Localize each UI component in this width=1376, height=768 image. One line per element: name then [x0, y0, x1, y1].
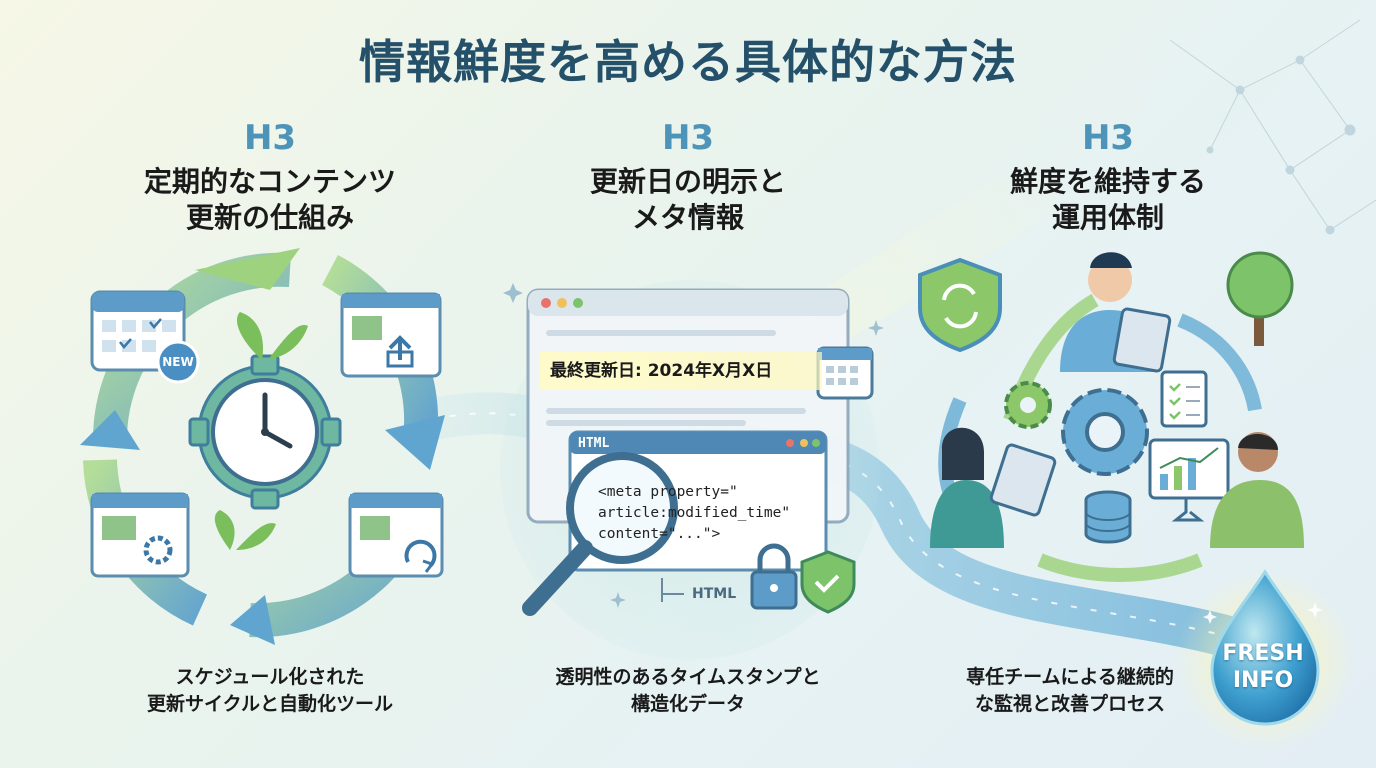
new-badge-label: NEW [162, 355, 194, 369]
lock-icon [750, 543, 798, 610]
code-window-label: HTML [578, 436, 610, 451]
column-3-tag: H3 [1081, 118, 1135, 158]
column-1-tag: H3 [243, 118, 297, 158]
shield-refresh-icon [918, 257, 1002, 353]
gear-icon [1004, 381, 1149, 476]
sprout-icon [214, 312, 308, 550]
code-window [568, 430, 828, 572]
html-label: HTML [692, 586, 737, 602]
network-decoration [1169, 19, 1376, 235]
settings-doc-icon [90, 492, 190, 578]
column-2-caption: 透明性のあるタイムスタンプと 構造化データ [555, 666, 821, 715]
column-1-title: 定期的なコンテンツ 更新の仕組み [143, 165, 396, 234]
column-3-heading: H3 鮮度を維持する 運用体制 [918, 118, 1298, 236]
magnifier-icon [522, 452, 678, 616]
person-right-icon [1210, 432, 1304, 548]
column-2-heading: H3 更新日の明示と メタ情報 [498, 118, 878, 236]
new-badge [156, 340, 200, 384]
shield-check-icon [800, 550, 856, 614]
column-1-heading: H3 定期的なコンテンツ 更新の仕組み [80, 118, 460, 236]
page-title: 情報鮮度を高める具体的な方法 [359, 35, 1017, 89]
column-3-caption: 専任チームによる継続的 な監視と改善プロセス [966, 666, 1174, 715]
column-1-caption: スケジュール化された 更新サイクルと自動化ツール [146, 666, 394, 715]
fresh-info-label: FRESH INFO [1222, 641, 1304, 693]
analytics-monitor-icon [1148, 438, 1230, 522]
person-left-icon [930, 427, 1057, 548]
small-calendar-icon [816, 346, 874, 400]
upload-doc-icon [340, 292, 442, 378]
database-icon [1084, 490, 1132, 544]
person-tablet-icon [1060, 252, 1172, 373]
tree-icon [1226, 251, 1294, 346]
clock-gear-icon [188, 354, 342, 510]
column-2-tag: H3 [661, 118, 715, 158]
last-updated-stamp: 最終更新日: 2024年X月X日 [540, 352, 822, 390]
meta-code-snippet: <meta property=" article:modified_time" … [598, 484, 791, 542]
column-2-title: 更新日の明示と メタ情報 [589, 165, 786, 234]
checklist-icon [1160, 370, 1208, 428]
column-3-title: 鮮度を維持する 運用体制 [1009, 165, 1206, 234]
water-drop-icon [1210, 569, 1320, 726]
refresh-doc-icon [348, 492, 444, 578]
